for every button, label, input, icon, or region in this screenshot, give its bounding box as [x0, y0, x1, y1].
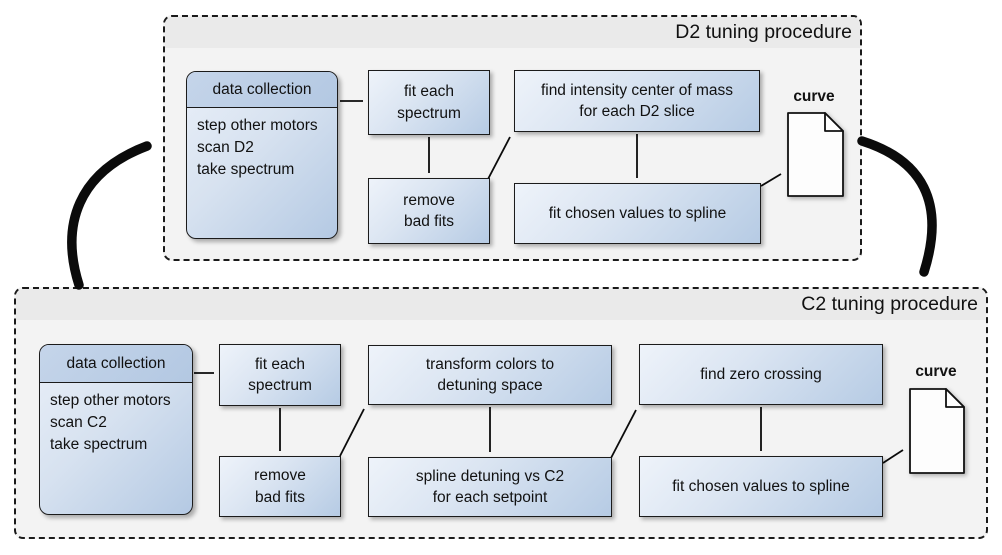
c2-data-collection-box: data collection step other motors scan C… — [39, 344, 193, 515]
c2-fit-chosen-values-box: fit chosen values to spline — [639, 456, 883, 517]
arrow-d2-to-c2-loop — [857, 136, 937, 277]
c2-curve-label: curve — [915, 363, 957, 380]
c2-title-band — [16, 289, 986, 320]
c2-remove-bad-fits-box: remove bad fits — [219, 456, 341, 517]
d2-data-collection-body: step other motors scan D2 take spectrum — [197, 117, 318, 178]
d2-curve-label: curve — [793, 88, 835, 105]
c2-fit-each-spectrum-box: fit each spectrum — [219, 344, 341, 406]
d2-remove-bad-fits-box: remove bad fits — [368, 178, 490, 244]
c2-find-zero-crossing-box: find zero crossing — [639, 344, 883, 405]
arrow-c2-to-d2-loop — [67, 141, 152, 290]
c2-spline-detuning-box: spline detuning vs C2 for each setpoint — [368, 457, 612, 517]
c2-data-collection-body: step other motors scan C2 take spectrum — [50, 392, 171, 453]
c2-curve-document-icon — [909, 388, 965, 474]
d2-find-center-of-mass-box: find intensity center of mass for each D… — [514, 70, 760, 132]
d2-title-band — [165, 17, 860, 48]
d2-data-collection-header: data collection — [187, 72, 337, 108]
d2-fit-each-spectrum-box: fit each spectrum — [368, 70, 490, 135]
c2-transform-colors-box: transform colors to detuning space — [368, 345, 612, 405]
c2-data-collection-header: data collection — [40, 345, 192, 383]
d2-data-collection-box: data collection step other motors scan D… — [186, 71, 338, 239]
c2-procedure-title: C2 tuning procedure — [801, 293, 978, 315]
d2-curve-document-icon — [787, 112, 844, 197]
d2-fit-chosen-values-box: fit chosen values to spline — [514, 183, 761, 244]
d2-procedure-title: D2 tuning procedure — [675, 21, 852, 43]
